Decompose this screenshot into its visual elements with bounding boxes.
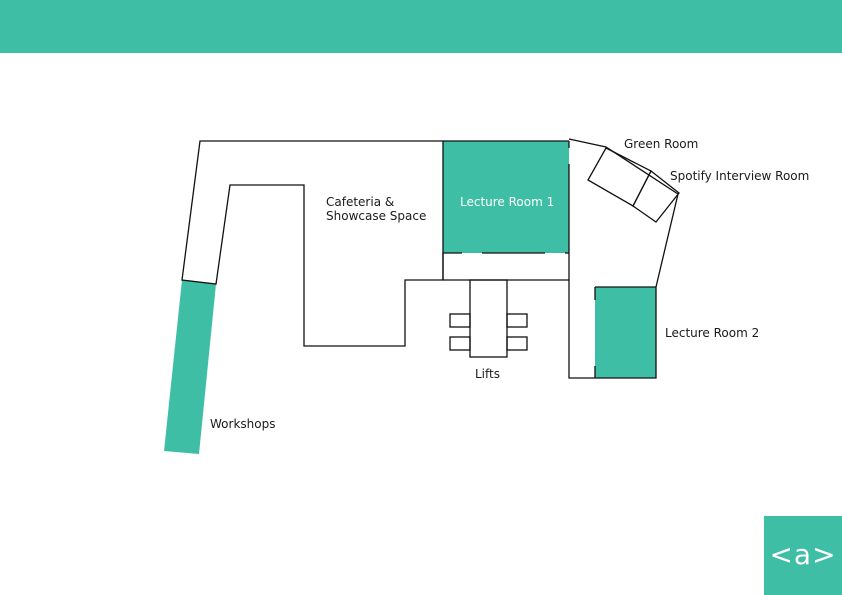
lecture-room-2-wall bbox=[594, 286, 657, 379]
spotify-room-label: Spotify Interview Room bbox=[670, 169, 809, 183]
lift-shaft bbox=[469, 279, 508, 358]
cafeteria-wall bbox=[181, 140, 444, 347]
spotify-interview-room[interactable] bbox=[632, 170, 680, 223]
lift-1 bbox=[449, 313, 471, 328]
lifts-label: Lifts bbox=[475, 367, 500, 381]
logo-badge: <a> bbox=[764, 516, 842, 595]
green-room-label: Green Room bbox=[624, 137, 698, 151]
lecture-room-2-label: Lecture Room 2 bbox=[665, 326, 759, 340]
top-banner bbox=[0, 0, 842, 53]
right-wing-wall bbox=[568, 138, 679, 288]
cafeteria-label-1: Cafeteria & bbox=[326, 195, 394, 209]
lecture-room-1-label: Lecture Room 1 bbox=[460, 195, 554, 209]
cafeteria-label-2: Showcase Space bbox=[326, 209, 426, 223]
lift-3 bbox=[449, 336, 471, 351]
corridor-wall bbox=[442, 253, 595, 379]
lecture-room-2[interactable] bbox=[595, 287, 656, 378]
lift-4 bbox=[506, 336, 528, 351]
workshops-label: Workshops bbox=[210, 417, 275, 431]
logo-text: <a> bbox=[769, 538, 837, 571]
green-room[interactable] bbox=[587, 147, 652, 207]
workshops-room[interactable] bbox=[164, 280, 216, 454]
lecture-room-1-wall bbox=[443, 140, 570, 254]
lift-2 bbox=[506, 313, 528, 328]
lecture-room-1[interactable] bbox=[443, 141, 569, 253]
